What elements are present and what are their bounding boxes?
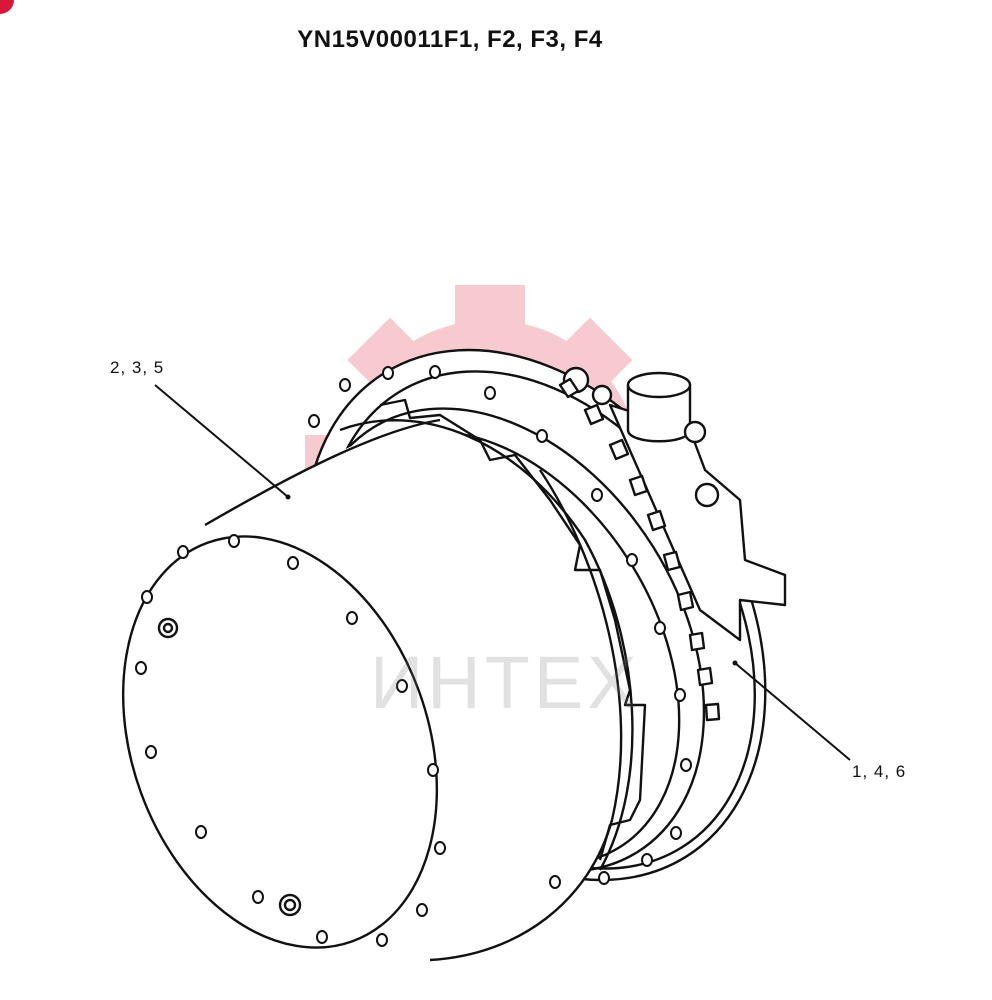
callout-housing: 2, 3, 5	[110, 358, 165, 377]
diagram-title: YN15V00011F1, F2, F3, F4	[297, 26, 603, 53]
callout-flange: 1, 4, 6	[852, 762, 907, 781]
leader-line-housing	[154, 384, 289, 498]
watermark-text: ИHTEX	[370, 641, 641, 724]
leader-line-flange	[734, 662, 851, 761]
